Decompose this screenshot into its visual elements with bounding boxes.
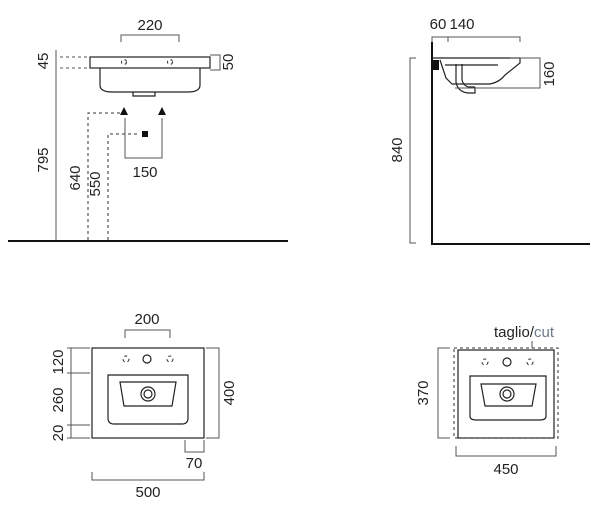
tap-width-dim-label: 200	[134, 311, 159, 328]
back-offset-dim-label: 70	[186, 455, 203, 472]
cut-line	[453, 347, 559, 439]
bowl-height-dim-line	[455, 57, 541, 89]
depth-dim-line	[206, 347, 220, 439]
front-elevation-view: 220 45 50 795 640 550 150	[8, 17, 288, 242]
width-dim-label: 220	[137, 17, 162, 34]
side-elevation-view: 60 140 160 840	[389, 16, 590, 245]
rim-dim-line	[431, 36, 449, 42]
wall-bracket	[433, 60, 439, 70]
drain-spigot	[132, 92, 156, 97]
plan-drain	[140, 386, 156, 402]
cold-tap-symbol	[158, 107, 166, 115]
basin-bowl	[99, 68, 201, 93]
rim-tap-hole	[167, 59, 173, 65]
tap-width-dim-line	[124, 329, 171, 338]
cut-depth-dim-line	[437, 347, 450, 439]
depth-dim-line	[448, 36, 521, 42]
total-width-dim-label: 500	[135, 484, 160, 501]
height-tap-dim-label: 640	[67, 165, 84, 190]
wall-floor-line	[431, 42, 590, 245]
depth-dim-label: 140	[449, 16, 474, 33]
cut-bowl-inner	[480, 383, 537, 407]
side-trap-pipe	[455, 64, 476, 94]
rim-dim-label: 60	[430, 16, 447, 33]
height-total-dim-label: 840	[389, 137, 406, 162]
plan-basin-outline	[91, 347, 205, 439]
plan-bowl-outline	[107, 374, 189, 425]
height-total-dim-line	[409, 57, 416, 244]
plan-view: 200 120 260 20 400 70 500	[50, 311, 238, 501]
tap-height-guide	[87, 112, 124, 240]
tap-zone-dim-label: 120	[50, 349, 67, 374]
height-drain-dim-label: 550	[87, 171, 104, 196]
cut-bowl-outline	[469, 375, 547, 421]
plan-bowl-inner	[119, 381, 177, 407]
rim-right-dim-line	[210, 54, 221, 71]
cut-tap-hole-left	[481, 358, 489, 366]
plan-tap-hole-right	[166, 355, 174, 363]
tap-spacing-dim-line	[124, 118, 163, 159]
tap-spacing-dim-label: 150	[132, 164, 157, 181]
bowl-zone-dim-label: 260	[50, 387, 67, 412]
depth-dim-label: 400	[221, 380, 238, 405]
basin-rim	[89, 56, 211, 69]
height-total-dim-label: 795	[35, 147, 52, 172]
plan-tap-hole-center	[142, 354, 152, 364]
cutout-view: taglio/cut 370 450	[415, 324, 559, 478]
cut-drain	[499, 386, 515, 402]
cut-drain-inner	[502, 389, 512, 399]
hot-tap-symbol	[120, 107, 128, 115]
width-dim-line	[120, 34, 180, 42]
drain-height-guide	[107, 133, 140, 240]
rim-right-dim-label: 50	[220, 54, 237, 71]
plan-tap-hole-left	[122, 355, 130, 363]
cut-label: taglio/cut	[494, 324, 555, 341]
plan-drain-inner	[143, 389, 153, 399]
front-edge-dim-label: 20	[50, 425, 67, 442]
side-basin-profile	[432, 57, 521, 85]
cut-tap-hole-right	[526, 358, 534, 366]
cut-tap-hole-center	[502, 357, 512, 367]
cut-depth-dim-label: 370	[415, 380, 432, 405]
bowl-height-dim-label: 160	[541, 61, 558, 86]
rim-tap-hole	[121, 59, 127, 65]
rim-left-dim-label: 45	[35, 53, 52, 70]
drain-symbol	[142, 131, 148, 137]
cut-width-dim-label: 450	[493, 461, 518, 478]
back-offset-dim-line	[184, 440, 205, 453]
side-trap-pipe-inner	[461, 64, 475, 88]
total-width-dim-line	[91, 472, 205, 481]
cut-width-dim-line	[455, 446, 557, 457]
cut-basin-outline	[457, 349, 555, 439]
